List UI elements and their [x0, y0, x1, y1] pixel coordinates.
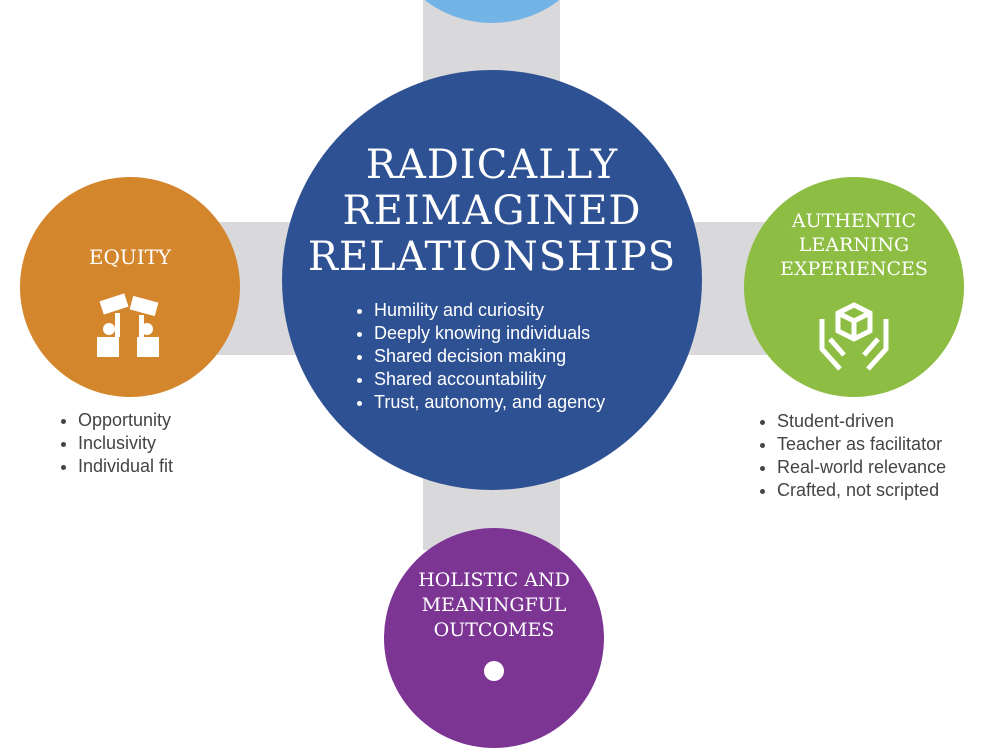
list-item: Crafted, not scripted — [777, 479, 946, 502]
top-circle — [382, 0, 602, 23]
equity-title: EQUITY — [88, 245, 172, 269]
list-item: Trust, autonomy, and agency — [374, 391, 605, 414]
list-item: Teacher as facilitator — [777, 433, 946, 456]
center-title-1: RADICALLY — [365, 142, 619, 188]
authentic-title-1: AUTHENTIC — [791, 210, 917, 232]
authentic-title-3: EXPERIENCES — [780, 258, 928, 280]
list-item: Shared accountability — [374, 368, 605, 391]
equity-list: Opportunity Inclusivity Individual fit — [56, 409, 173, 478]
center-list: Humility and curiosity Deeply knowing in… — [352, 299, 605, 414]
center-title-3: RELATIONSHIPS — [307, 234, 677, 280]
authentic-list: Student-driven Teacher as facilitator Re… — [755, 410, 946, 502]
list-item: Inclusivity — [78, 432, 173, 455]
list-item: Shared decision making — [374, 345, 605, 368]
equity-circle: EQUITY — [20, 177, 240, 397]
list-item: Real-world relevance — [777, 456, 946, 479]
list-item: Individual fit — [78, 455, 173, 478]
people-lifting-blocks-icon — [97, 293, 159, 357]
holistic-title-3: OUTCOMES — [433, 619, 555, 641]
hands-holding-box-icon — [819, 302, 889, 371]
list-item: Deeply knowing individuals — [374, 322, 605, 345]
center-circle: RADICALLY REIMAGINED RELATIONSHIPS Humil… — [282, 70, 702, 490]
authentic-title-2: LEARNING — [798, 234, 910, 256]
holistic-circle: HOLISTIC AND MEANINGFUL OUTCOMES — [384, 528, 604, 748]
list-item: Student-driven — [777, 410, 946, 433]
list-item: Opportunity — [78, 409, 173, 432]
center-title-2: REIMAGINED — [342, 188, 642, 234]
holistic-title-2: MEANINGFUL — [421, 594, 567, 616]
authentic-circle: AUTHENTIC LEARNING EXPERIENCES — [744, 177, 964, 397]
person-icon — [484, 661, 504, 681]
list-item: Humility and curiosity — [374, 299, 605, 322]
holistic-title-1: HOLISTIC AND — [418, 569, 570, 591]
